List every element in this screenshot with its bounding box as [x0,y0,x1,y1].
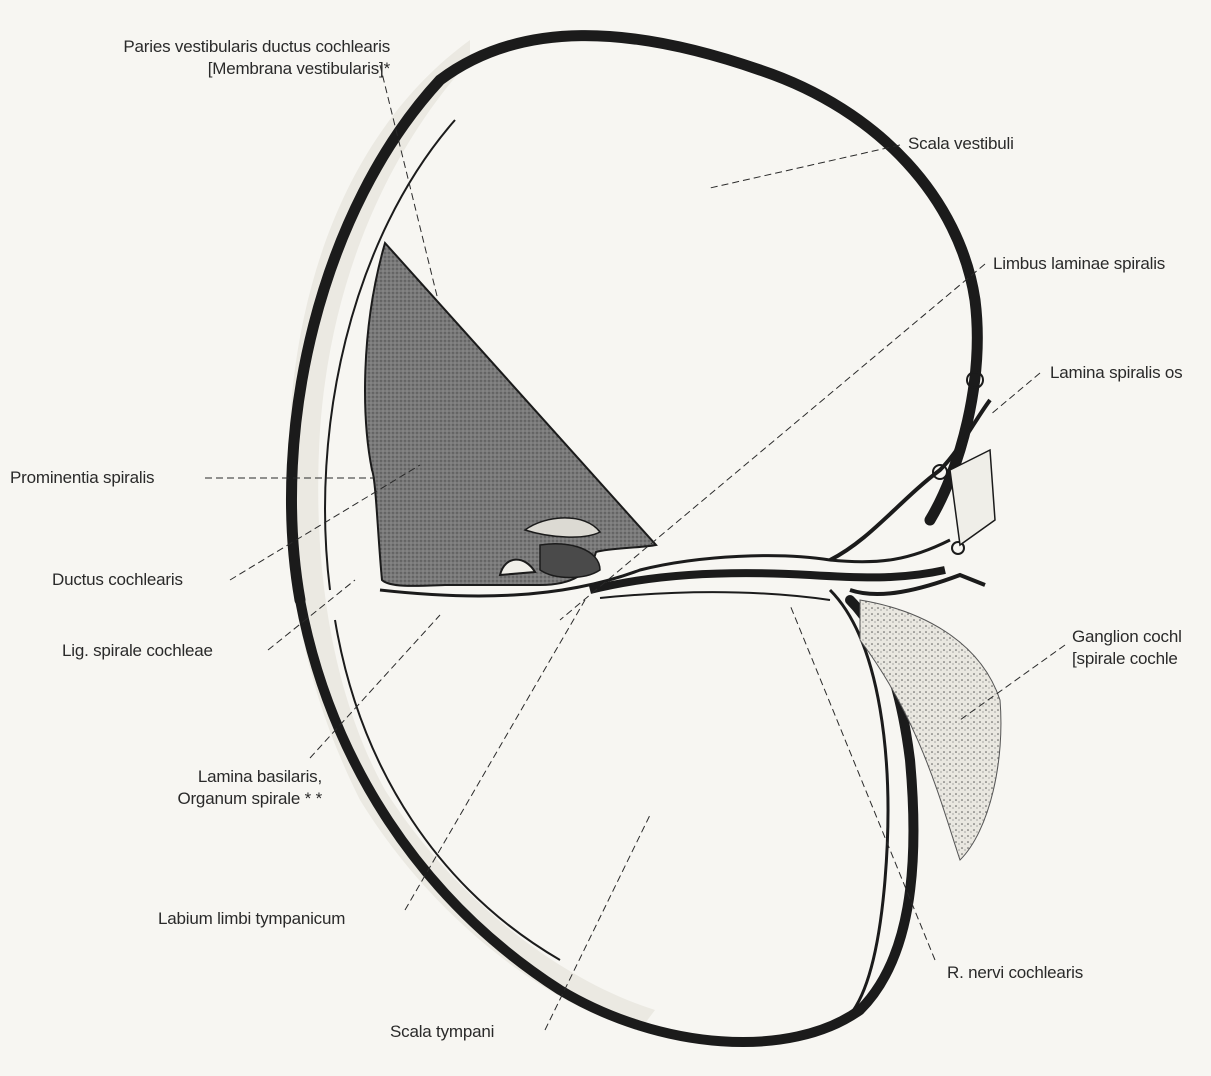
ganglion-cochleare-region [860,600,1001,860]
label-lamina-spiralis-ossea: Lamina spiralis os [1050,362,1182,384]
label-lig-spirale-cochleae: Lig. spirale cochleae [62,640,213,662]
label-ganglion-cochleare: Ganglion cochl [spirale cochle [1072,626,1182,670]
label-lamina-basilaris: Lamina basilaris, Organum spirale * * [90,766,322,810]
label-ductus-cochlearis: Ductus cochlearis [52,569,183,591]
label-paries-vestibularis: Paries vestibularis ductus cochlearis [M… [20,36,390,80]
label-labium-limbi-tympanicum: Labium limbi tympanicum [158,908,345,930]
label-scala-vestibuli: Scala vestibuli [908,133,1014,155]
modiolus-bone [933,372,995,554]
label-r-nervi-cochlearis: R. nervi cochlearis [947,962,1083,984]
label-limbus-laminae-spiralis: Limbus laminae spiralis [993,253,1165,275]
label-scala-tympani: Scala tympani [390,1021,494,1043]
ductus-cochlearis-region [365,243,656,586]
label-prominentia-spiralis: Prominentia spiralis [10,467,154,489]
